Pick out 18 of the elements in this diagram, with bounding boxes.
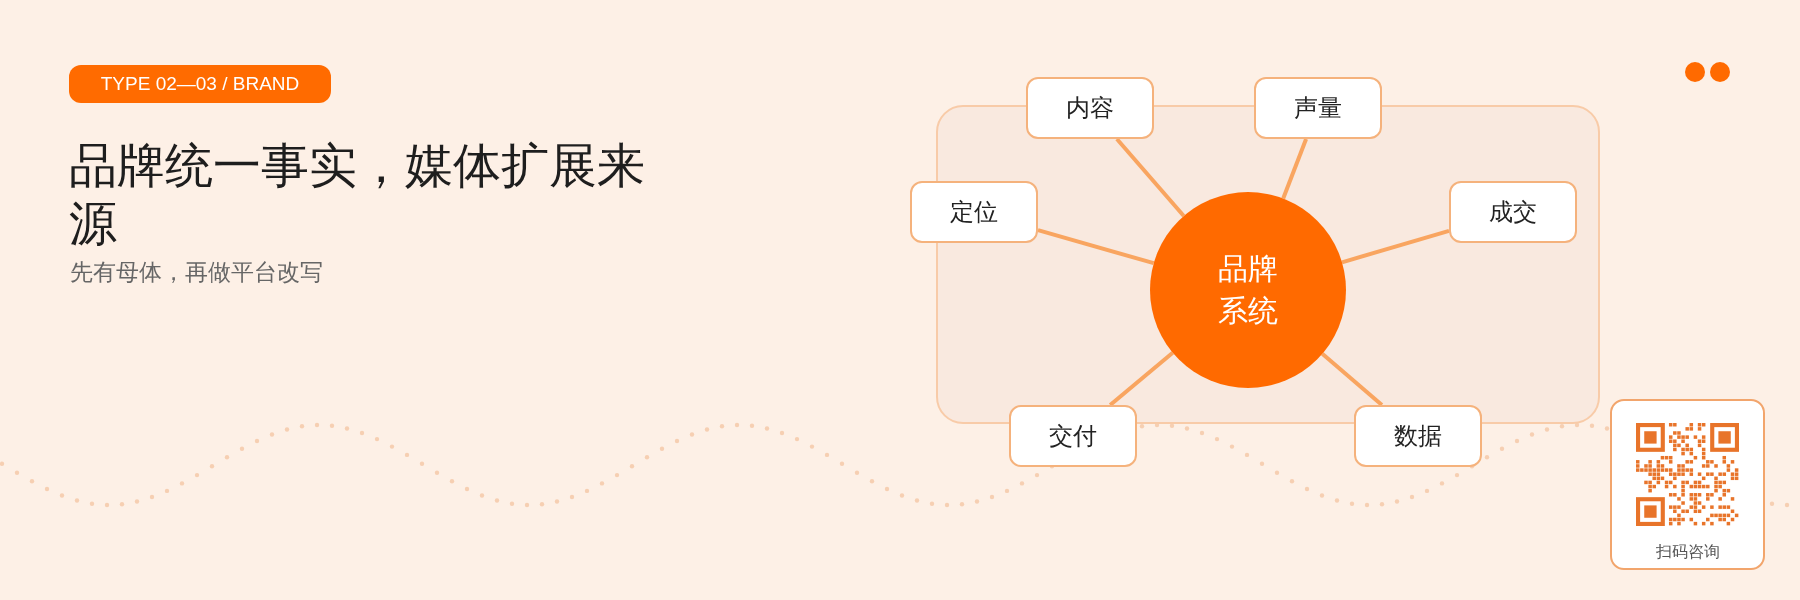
- connector-line: [1108, 351, 1174, 407]
- qr-caption: 扫码咨询: [1654, 541, 1721, 563]
- category-tag: TYPE 02—03 / BRAND: [69, 65, 331, 103]
- label-box: 定位: [910, 181, 1038, 243]
- label-box: 交付: [1009, 405, 1137, 467]
- connector-line: [1037, 228, 1155, 266]
- label-box: 成交: [1449, 181, 1577, 243]
- connector-line: [1281, 138, 1308, 200]
- connector-line: [1115, 137, 1186, 218]
- connector-line: [1341, 228, 1450, 265]
- label-box: 数据: [1354, 405, 1482, 467]
- title: 品牌统一事实，媒体扩展来源: [69, 136, 646, 252]
- subtitle: 先有母体，再做平台改写: [70, 258, 324, 287]
- qr-card: [1610, 399, 1765, 570]
- label-box: 内容: [1026, 77, 1154, 139]
- connector-line: [1321, 352, 1384, 407]
- hub-circle: 品牌系统: [1150, 192, 1346, 388]
- label-box: 声量: [1254, 77, 1382, 139]
